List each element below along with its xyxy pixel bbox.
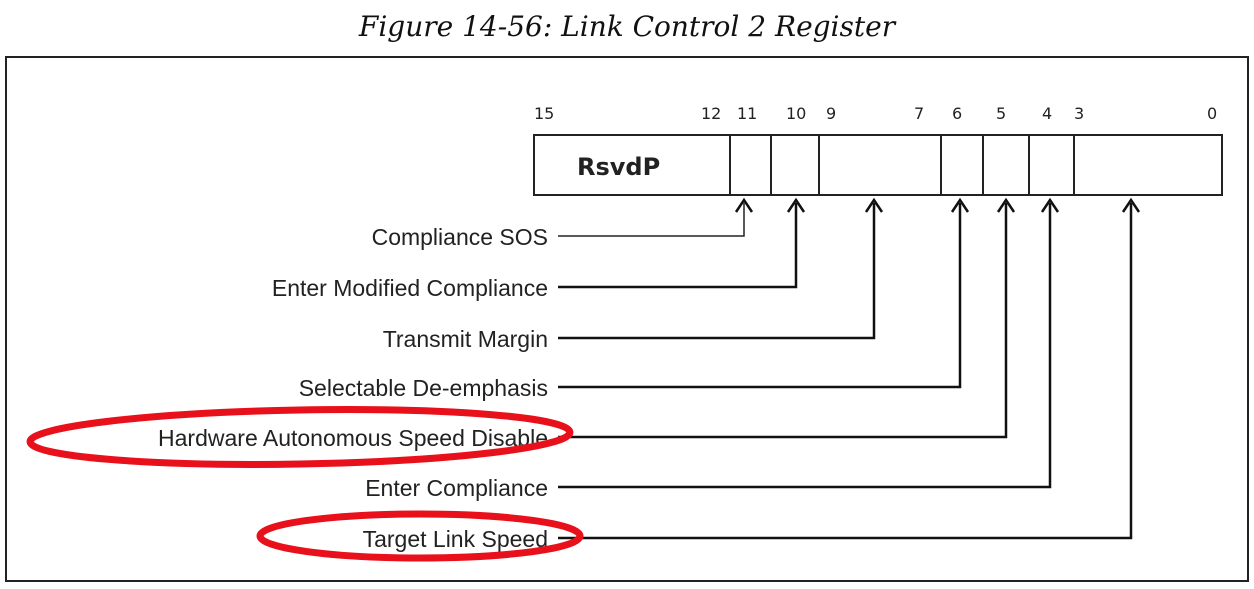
bit-number-5: 5 — [996, 104, 1006, 123]
bit-number-0: 0 — [1207, 104, 1217, 123]
highlight-ellipse — [26, 406, 574, 468]
bit-number-6: 6 — [952, 104, 962, 123]
field-label-compliance-sos: Compliance SOS — [372, 224, 548, 250]
bit-number-10: 10 — [786, 104, 806, 123]
arrowhead-icon — [1040, 197, 1060, 213]
bit-number-9: 9 — [826, 104, 836, 123]
connector-target-link-speed — [558, 203, 1133, 540]
diagram-frame — [5, 56, 1249, 582]
arrowhead-icon — [734, 197, 754, 213]
bit-number-3: 3 — [1074, 104, 1084, 123]
arrowhead-icon — [1121, 197, 1141, 213]
arrowhead-icon — [786, 197, 806, 213]
connector-hardware-autonomous-speed-disable — [558, 203, 1008, 439]
field-label-enter-compliance: Enter Compliance — [365, 475, 548, 501]
arrowhead-icon — [864, 197, 884, 213]
bit-number-12: 12 — [701, 104, 721, 123]
bit-number-7: 7 — [914, 104, 924, 123]
connector-compliance-sos — [558, 203, 745, 237]
bit-number-15: 15 — [534, 104, 554, 123]
highlight-ellipse — [256, 510, 584, 562]
figure-caption: Figure 14-56: Link Control 2 Register — [358, 10, 896, 43]
field-label-transmit-margin: Transmit Margin — [383, 326, 548, 352]
field-label-selectable-de-emphasis: Selectable De-emphasis — [299, 375, 548, 401]
register-box — [533, 134, 1223, 196]
field-label-hardware-autonomous-speed-disable: Hardware Autonomous Speed Disable — [158, 425, 548, 451]
reserved-field-label: RsvdP — [577, 153, 660, 181]
connector-transmit-margin — [558, 203, 876, 340]
bit-number-11: 11 — [737, 104, 757, 123]
field-label-target-link-speed: Target Link Speed — [363, 526, 548, 552]
connector-enter-compliance — [558, 203, 1052, 489]
bit-number-4: 4 — [1042, 104, 1052, 123]
connector-selectable-de-emphasis — [558, 203, 962, 389]
field-label-enter-modified-compliance: Enter Modified Compliance — [272, 275, 548, 301]
arrowhead-icon — [996, 197, 1016, 213]
arrowhead-icon — [950, 197, 970, 213]
connector-enter-modified-compliance — [558, 203, 798, 289]
